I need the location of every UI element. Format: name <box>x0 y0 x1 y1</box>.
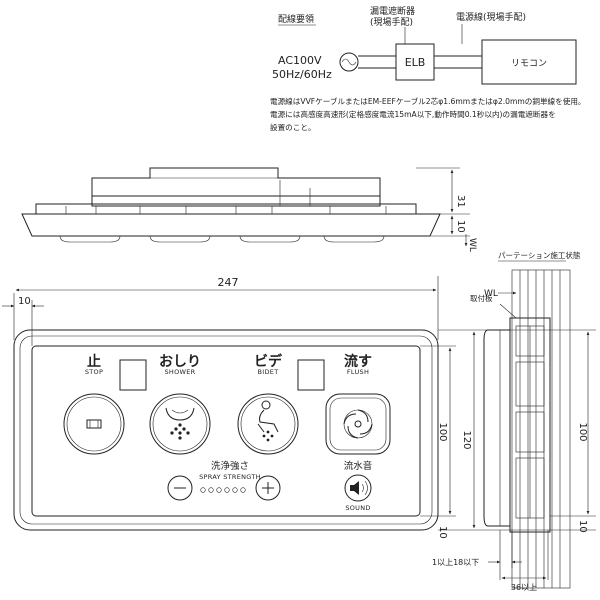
dim-inner-height: 100 <box>437 422 448 441</box>
strength-minus-button[interactable] <box>167 475 193 501</box>
shower-icon <box>165 407 195 440</box>
indicator-window-2 <box>297 359 325 391</box>
bidet-button[interactable] <box>237 393 299 455</box>
side-title: パーテーション施工状態 <box>498 250 581 260</box>
wiring-diagram: 配線要領 漏電遮断器 (現場手配) 電源線(現場手配) AC100V 50Hz/… <box>272 5 577 85</box>
flush-sub: FLUSH <box>347 368 369 376</box>
remote-plate <box>13 329 439 531</box>
note-1: 電源線はVVFケーブルまたはEM-EEFケーブル2芯φ1.6mmまたはφ2.0m… <box>270 96 586 106</box>
plus-icon <box>262 482 274 494</box>
dim-bottom-margin: 10 <box>437 526 448 539</box>
stop-button[interactable] <box>63 393 125 455</box>
elb-label: ELB <box>405 56 426 69</box>
sound-sub: SOUND <box>345 504 370 512</box>
side-dim-height: 100 <box>577 422 588 441</box>
dim-top-height: 31 <box>455 195 466 208</box>
strength-label: 洗浄強さ <box>211 460 249 472</box>
note-3: 設置のこと。 <box>270 122 316 132</box>
indicator-window-1 <box>119 359 147 391</box>
side-dim-bottom: 10 <box>577 520 588 533</box>
remote-label: リモコン <box>511 59 547 69</box>
flush-button[interactable] <box>325 393 391 455</box>
strength-level-dots <box>200 487 246 493</box>
side-dim-depth: 36以上 <box>511 583 537 592</box>
strength-plus-button[interactable] <box>255 475 281 501</box>
bidet-sub: BIDET <box>258 368 279 376</box>
shower-sub: SHOWER <box>165 368 196 376</box>
shower-button[interactable] <box>149 393 211 455</box>
remote-face <box>31 345 421 517</box>
flush-swirl-icon <box>343 409 373 439</box>
strength-sub: SPRAY STRENGTH <box>199 473 261 481</box>
stop-icon <box>86 419 102 429</box>
wiring-title: 配線要領 <box>278 13 314 25</box>
dim-top-base: 10 <box>455 220 466 233</box>
breaker-label: 漏電遮断器 <box>370 5 415 17</box>
breaker-sub: (現場手配) <box>370 16 413 28</box>
sound-label: 流水音 <box>344 460 373 472</box>
sound-button[interactable] <box>344 474 372 502</box>
partition-hatch <box>519 270 561 588</box>
dim-width: 247 <box>218 276 239 289</box>
front-view: 247 10 100 120 10 止 STOP おしり SHOWER ビデ B… <box>2 276 480 539</box>
bidet-label: ビデ <box>254 353 283 370</box>
remote-box <box>481 39 577 85</box>
side-wl: WL <box>484 289 498 299</box>
side-view: パーテーション施工状態 WL 取付板 100 10 <box>432 250 596 592</box>
wl-label: WL <box>467 238 477 252</box>
notes: 電源線はVVFケーブルまたはEM-EEFケーブル2芯φ1.6mmまたはφ2.0m… <box>270 96 586 132</box>
shower-label: おしり <box>159 354 201 370</box>
dim-outer-height: 120 <box>461 430 472 449</box>
bracket-label: 取付板 <box>470 293 493 303</box>
bidet-icon <box>257 400 279 442</box>
side-dim-gap: 1以上18以下 <box>432 558 479 567</box>
top-view: 31 10 WL <box>21 167 477 252</box>
ac-source-icon <box>339 52 359 72</box>
supply-line2: 50Hz/60Hz <box>272 68 332 81</box>
stop-sub: STOP <box>85 368 103 376</box>
cable-label: 電源線(現場手配) <box>456 11 526 23</box>
flush-label: 流す <box>344 353 372 370</box>
supply-line1: AC100V <box>278 54 322 67</box>
stop-label: 止 <box>87 353 101 370</box>
note-2: 電源には高感度高速形(定格感度電流15mA以下,動作時間0.1秒以内)の漏電遮断… <box>270 109 556 119</box>
device-side <box>483 329 511 527</box>
elb-box <box>395 43 435 81</box>
dim-margin: 10 <box>18 296 31 307</box>
speaker-icon <box>350 480 368 496</box>
